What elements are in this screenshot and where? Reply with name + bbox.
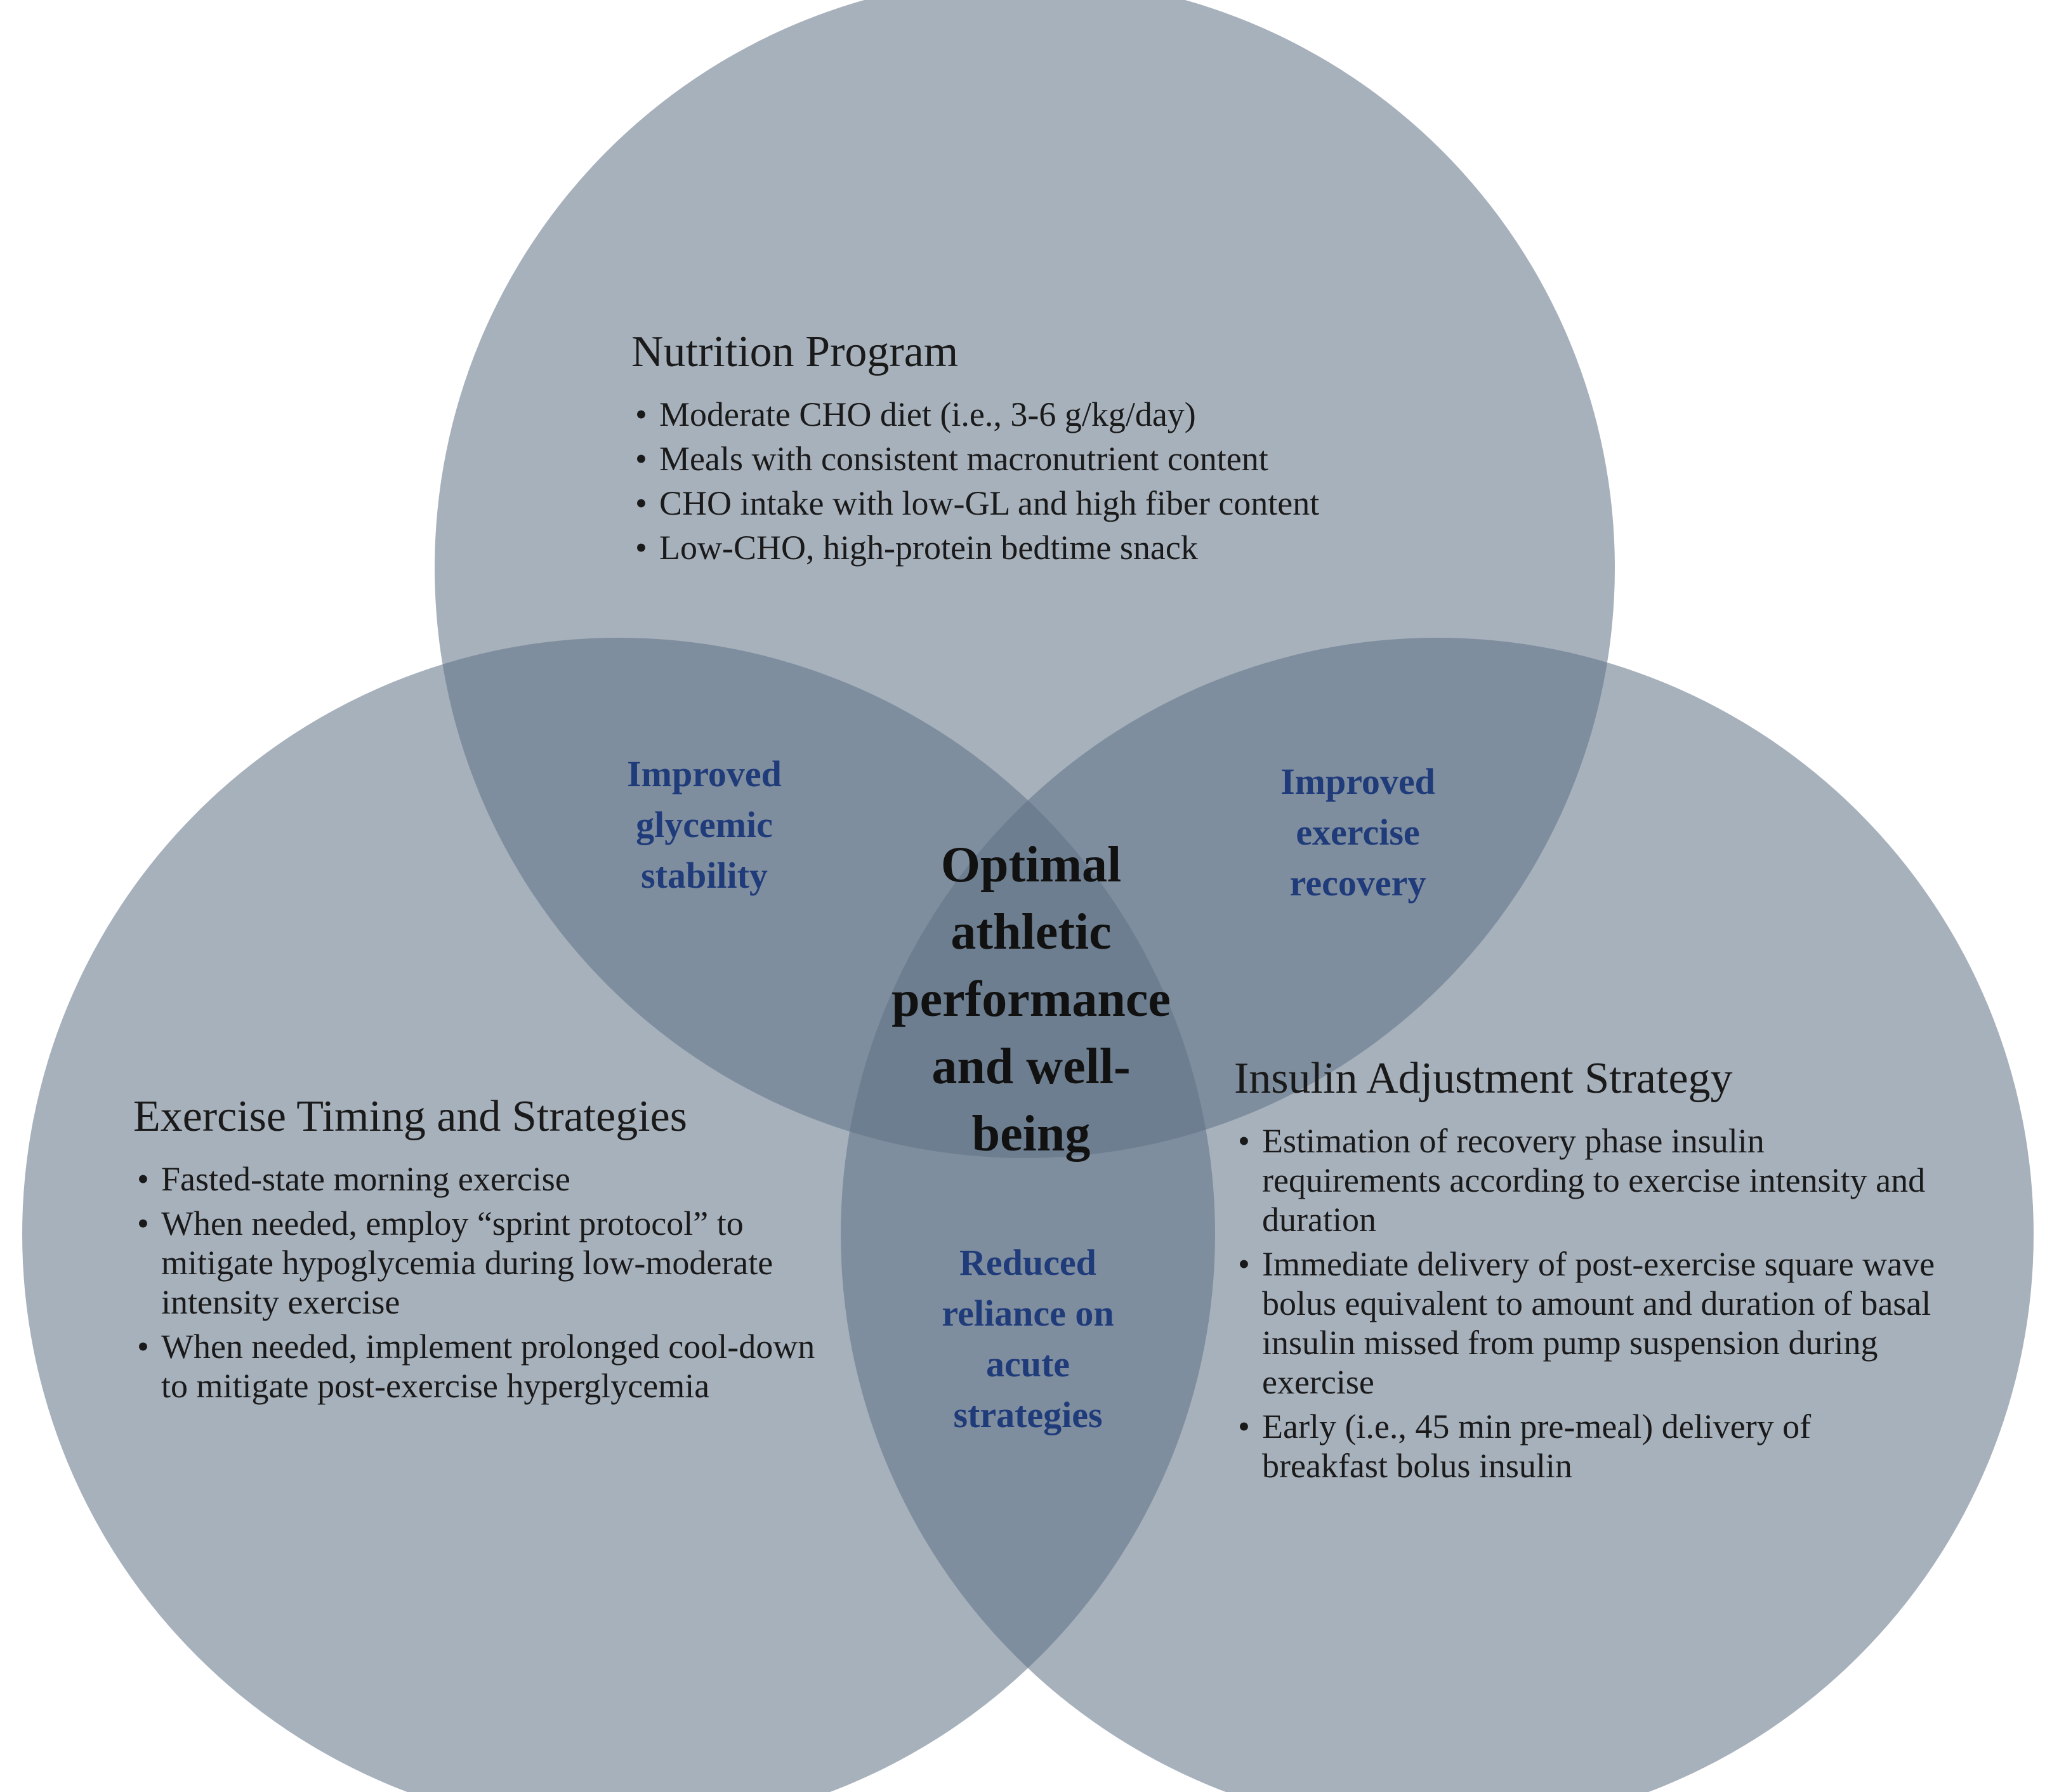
- center-optimal-performance: Optimal athletic performance and well- b…: [891, 837, 1171, 1162]
- overlap-glycemic-stability: Improved glycemic stability: [627, 753, 782, 896]
- insulin-item: Early (i.e., 45 min pre-meal) delivery o…: [1234, 1407, 1942, 1486]
- exercise-list: Fasted-state morning exercise When neede…: [133, 1159, 844, 1406]
- exercise-item: Fasted-state morning exercise: [133, 1159, 844, 1199]
- nutrition-title: Nutrition Program: [631, 327, 959, 376]
- nutrition-item: Moderate CHO diet (i.e., 3-6 g/kg/day): [631, 395, 1456, 434]
- nutrition-block: Nutrition Program Moderate CHO diet (i.e…: [631, 327, 1456, 572]
- nutrition-list: Moderate CHO diet (i.e., 3-6 g/kg/day) M…: [631, 395, 1456, 567]
- nutrition-item: Low-CHO, high-protein bedtime snack: [631, 528, 1456, 567]
- insulin-item: Estimation of recovery phase insulin req…: [1234, 1121, 1942, 1239]
- overlap-reduced-reliance: Reduced reliance on acute strategies: [942, 1242, 1114, 1435]
- insulin-title: Insulin Adjustment Strategy: [1234, 1054, 1733, 1103]
- exercise-block: Exercise Timing and Strategies Fasted-st…: [133, 1091, 844, 1411]
- insulin-item: Immediate delivery of post-exercise squa…: [1234, 1244, 1942, 1402]
- insulin-list: Estimation of recovery phase insulin req…: [1234, 1121, 1942, 1486]
- nutrition-item: CHO intake with low-GL and high fiber co…: [631, 484, 1456, 523]
- overlap-exercise-recovery: Improved exercise recovery: [1280, 761, 1435, 904]
- insulin-block: Insulin Adjustment Strategy Estimation o…: [1234, 1053, 1942, 1491]
- exercise-item: When needed, implement prolonged cool-do…: [133, 1327, 844, 1406]
- exercise-item: When needed, employ “sprint protocol” to…: [133, 1204, 844, 1322]
- nutrition-item: Meals with consistent macronutrient cont…: [631, 439, 1456, 478]
- exercise-title: Exercise Timing and Strategies: [133, 1092, 687, 1141]
